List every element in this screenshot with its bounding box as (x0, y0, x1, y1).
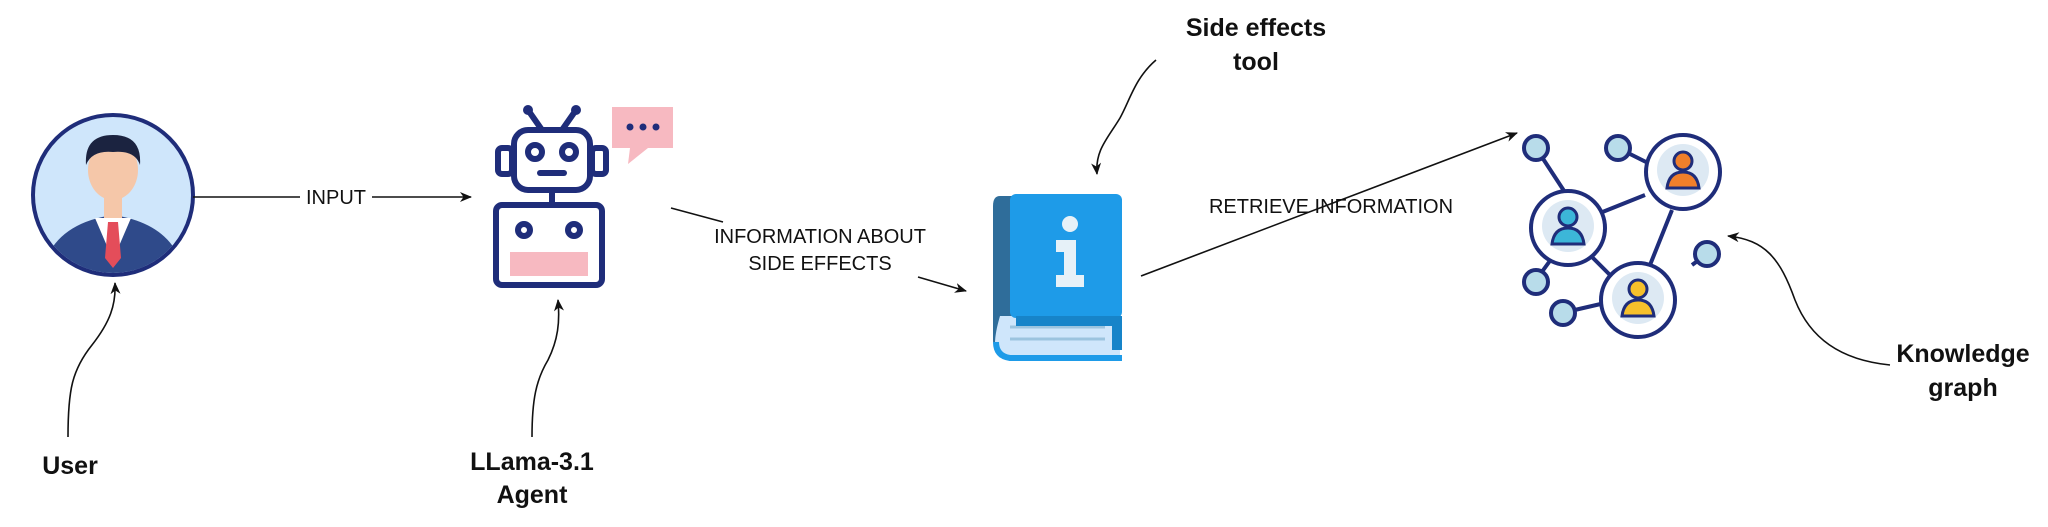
tool-label-line-2: tool (1233, 48, 1279, 76)
input-label: INPUT (306, 187, 366, 209)
agent-label-line-1: LLama-3.1 (470, 448, 594, 476)
retrieve-label: RETRIEVE INFORMATION (1209, 196, 1453, 218)
tool-label-line-1: Side effects (1186, 14, 1326, 42)
info-label-line-2: SIDE EFFECTS (748, 253, 891, 275)
info-arrow-start (670, 207, 724, 223)
retrieve-arrow (1140, 132, 1518, 277)
agent-pointer-arrow (531, 299, 564, 438)
kg-pointer-arrow (1727, 232, 1891, 366)
user-avatar-icon[interactable] (31, 113, 195, 285)
info-label-line-1: INFORMATION ABOUT (714, 226, 926, 248)
knowledge-graph-icon[interactable] (1522, 133, 1722, 339)
tool-pointer-arrow (1091, 59, 1157, 175)
book-tool-icon[interactable] (993, 194, 1122, 361)
kg-label-line-2: graph (1928, 374, 1997, 402)
info-arrow-end (917, 276, 967, 293)
chat-bubble-icon (612, 107, 673, 164)
user-label: User (42, 452, 98, 480)
user-pointer-arrow (67, 282, 121, 438)
robot-agent-icon[interactable] (493, 105, 609, 288)
agent-label-line-2: Agent (497, 481, 569, 509)
kg-label-line-1: Knowledge (1896, 340, 2029, 368)
